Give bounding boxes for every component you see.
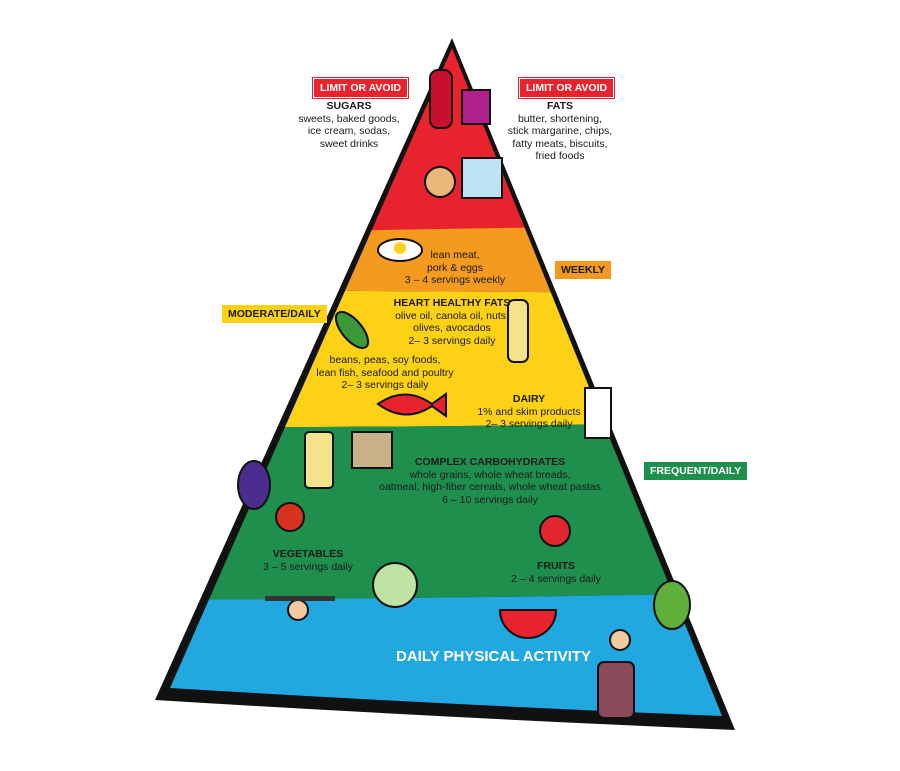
watermelon-icon [498, 609, 558, 639]
sugars-title: SUGARS [326, 100, 372, 112]
fats-text: FATS butter, shortening, stick margarine… [508, 100, 612, 163]
apple-icon [539, 515, 571, 547]
fats-line: fried foods [535, 150, 585, 162]
heart-healthy-fats-text: HEART HEALTHY FATS olive oil, canola oil… [394, 297, 511, 347]
butter-icon [461, 157, 503, 199]
pear-icon [653, 580, 691, 630]
carbs-line: oatmeal, high-fiber cereals, whole wheat… [379, 481, 601, 493]
sugars-line: ice cream, sodas, [307, 125, 391, 137]
fats-line: stick margarine, chips, [507, 125, 613, 137]
vegetables-line: 3 – 5 servings daily [263, 560, 353, 573]
complex-carbs-title: COMPLEX CARBOHYDRATES [414, 456, 566, 468]
complex-carbs-text: COMPLEX CARBOHYDRATES whole grains, whol… [379, 456, 601, 506]
fats-detail-line: 2– 3 servings daily [408, 334, 496, 347]
cabbage-icon [372, 562, 418, 608]
dairy-line: 2– 3 servings daily [485, 418, 573, 430]
exercise-bike-icon [597, 661, 635, 719]
carbs-line: whole grains, whole wheat breads, [409, 468, 571, 481]
dairy-title: DAIRY [512, 393, 546, 405]
protein-text: lean meat, pork & eggs 3 – 4 servings we… [405, 249, 505, 287]
fish-icon [376, 392, 447, 418]
fats-line: butter, shortening, [517, 112, 603, 125]
band-frequent [170, 420, 722, 600]
beans-line: beans, peas, soy foods, [329, 354, 441, 366]
oil-bottle-icon [507, 299, 529, 363]
donut-icon [424, 166, 456, 198]
sugars-text: SUGARS sweets, baked goods, ice cream, s… [298, 100, 400, 150]
fats-title: FATS [546, 100, 574, 112]
band-activity [170, 590, 722, 716]
oatmeal-can-icon [304, 431, 334, 489]
protein-line: pork & eggs [426, 261, 484, 274]
moderate-daily-tag: MODERATE/DAILY [222, 305, 327, 323]
dairy-text: DAIRY 1% and skim products 2– 3 servings… [477, 393, 580, 431]
fats-detail-line: olive oil, canola oil, nuts, [395, 309, 509, 322]
milk-carton-icon [584, 387, 612, 439]
beans-line: lean fish, seafood and poultry [316, 366, 454, 379]
sugars-line: sweet drinks [319, 137, 379, 150]
exercising-person-icon [287, 599, 309, 621]
beans-line: 2– 3 servings daily [341, 379, 429, 391]
fats-detail-line: olives, avocados [413, 322, 491, 334]
limit-or-avoid-fats-tag: LIMIT OR AVOID [517, 77, 616, 99]
tomato-icon [275, 502, 305, 532]
barbell-icon [265, 596, 335, 601]
eggplant-icon [237, 460, 271, 510]
fries-icon [461, 89, 491, 125]
fruits-text: FRUITS 2 – 4 servings daily [511, 560, 601, 585]
dairy-line: 1% and skim products [477, 405, 581, 418]
daily-physical-activity-label: DAILY PHYSICAL ACTIVITY [396, 648, 592, 665]
peas-icon [334, 310, 370, 350]
carbs-line: 6 – 10 servings daily [442, 493, 538, 506]
sugars-line: sweets, baked goods, [298, 112, 400, 125]
limit-or-avoid-sugars-tag: LIMIT OR AVOID [311, 77, 410, 99]
heart-healthy-fats-title: HEART HEALTHY FATS [393, 297, 511, 309]
fruits-line: 2 – 4 servings daily [511, 572, 601, 585]
beans-fish-text: beans, peas, soy foods, lean fish, seafo… [316, 354, 453, 392]
cola-bottle-icon [429, 69, 453, 129]
frequent-daily-tag: FREQUENT/DAILY [644, 462, 748, 480]
vegetables-text: VEGETABLES 3 – 5 servings daily [263, 548, 353, 573]
fats-line: fatty meats, biscuits, [512, 137, 608, 150]
protein-line: 3 – 4 servings weekly [404, 274, 506, 286]
protein-line: lean meat, [430, 249, 480, 261]
egg-yolk-icon [394, 242, 406, 254]
cyclist-icon [609, 629, 631, 651]
weekly-tag: WEEKLY [555, 261, 611, 279]
fruits-title: FRUITS [537, 560, 575, 572]
vegetables-title: VEGETABLES [272, 548, 344, 560]
bread-icon [351, 431, 393, 469]
